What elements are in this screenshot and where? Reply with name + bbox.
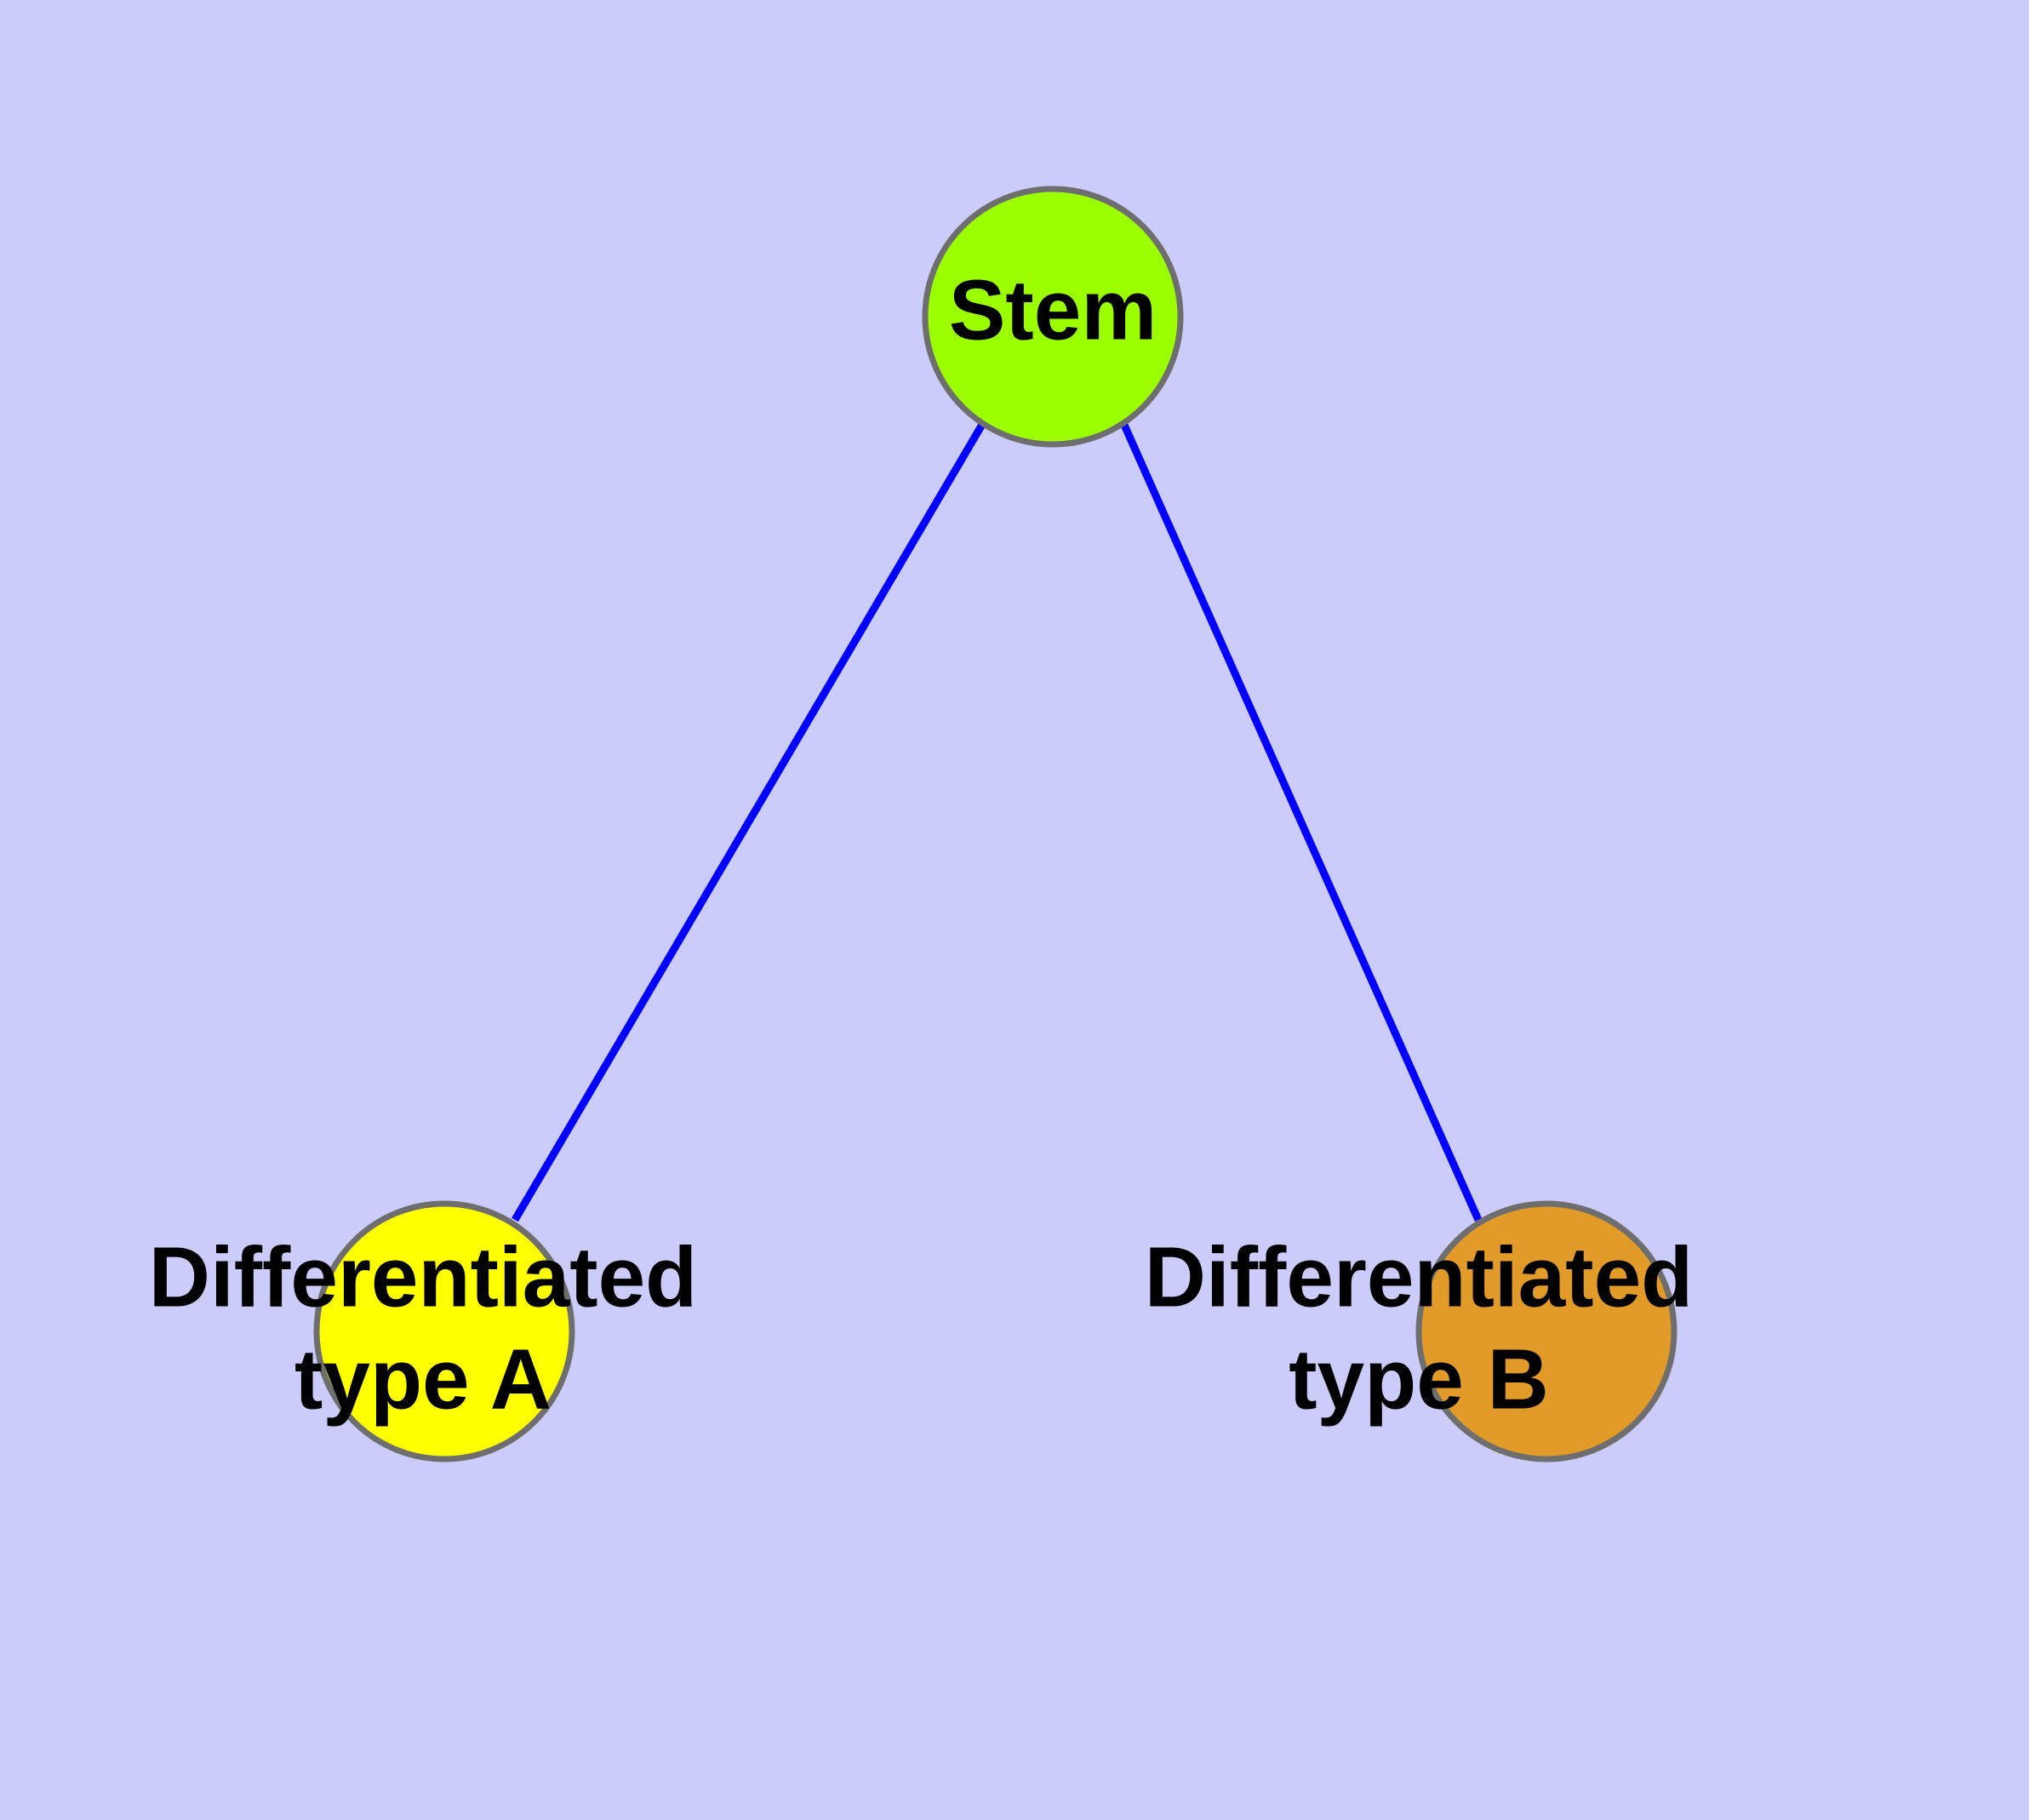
node-differentiated-type-a[interactable] [313,1200,575,1462]
node-label-stem: Stem [949,262,1157,358]
node-label-differentiated-type-a-line1: Differentiated [149,1229,698,1325]
node-differentiated-type-b[interactable] [1415,1200,1677,1462]
node-label-differentiated-type-b-line2: type B [1289,1331,1549,1427]
label-layer: Stem Differentiated type A Differentiate… [149,262,1694,1427]
node-label-differentiated-type-b-line1: Differentiated [1145,1229,1694,1325]
edge-layer [512,421,1483,1222]
edge-stem-to-differentiated-type-b[interactable] [1119,421,1483,1222]
node-label-differentiated-type-a-line2: type A [294,1331,552,1427]
node-layer [313,186,1677,1462]
edge-stem-to-differentiated-type-a[interactable] [512,421,986,1222]
node-stem[interactable] [922,186,1184,448]
